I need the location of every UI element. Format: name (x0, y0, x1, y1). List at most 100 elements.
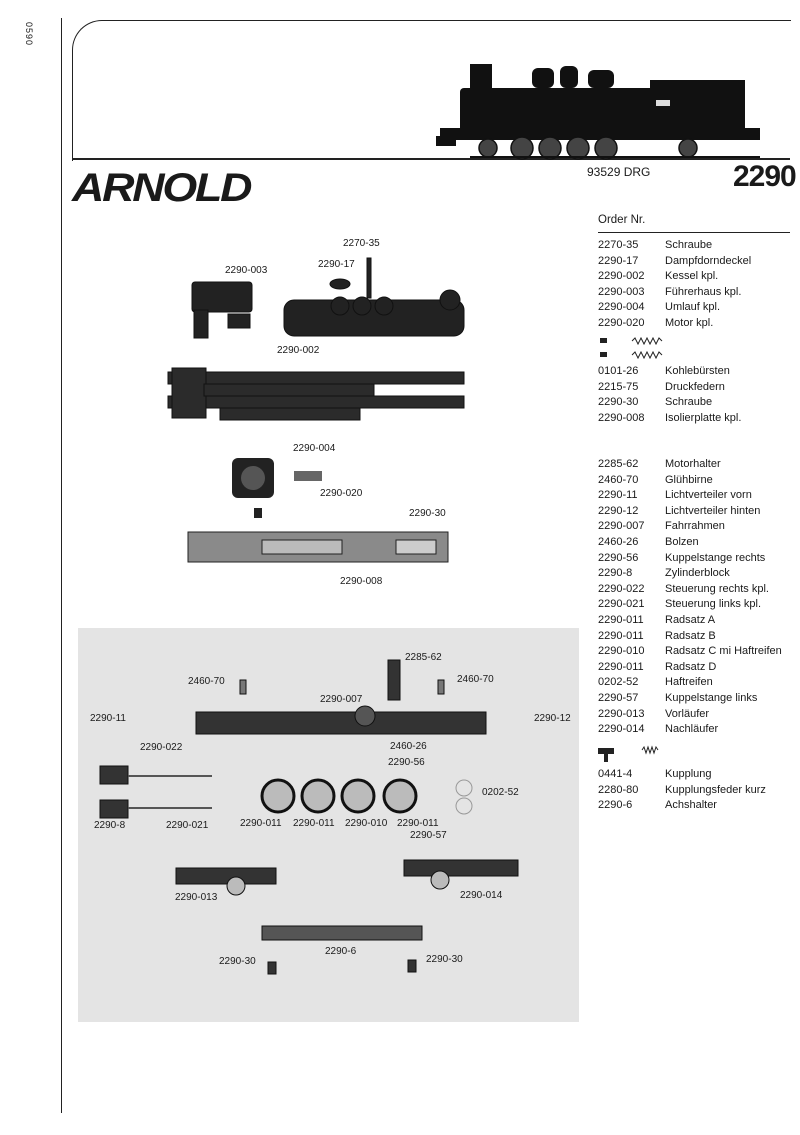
carbon-brush-icon (600, 338, 607, 343)
callout-label: 2290-022 (140, 742, 183, 753)
callout-label: 2290-30 (426, 954, 463, 965)
parts-row: 2270-35 Schraube (598, 238, 751, 254)
part-name: Zylinderblock (665, 567, 730, 580)
part-number: 2270-35 (598, 239, 639, 251)
part-name: Radsatz D (665, 660, 717, 673)
parts-row: 0441-4 Kupplung (598, 767, 766, 783)
part-number: 2290-021 (598, 598, 645, 611)
part-name: Glühbirne (665, 473, 713, 486)
part-number: 2290-12 (598, 504, 639, 517)
carbon-brush-icon (600, 352, 607, 357)
part-number: 2290-30 (598, 396, 639, 409)
parts-row: 2290-56 Kuppelstange rechts (598, 551, 782, 567)
part-name: Kupplungsfeder kurz (665, 783, 766, 796)
model-number: 2290 (733, 160, 797, 193)
callout-label: 2290-013 (175, 892, 218, 903)
part-number: 2290-56 (598, 551, 639, 564)
part-name: Steuerung links kpl. (665, 598, 761, 611)
part-name: Bolzen (665, 535, 699, 548)
callout-label: 2290-021 (166, 820, 209, 831)
part-name: Kupplung (665, 768, 712, 780)
part-number: 0441-4 (598, 768, 633, 780)
part-name: Achshalter (665, 799, 717, 812)
part-number: 2290-014 (598, 723, 645, 736)
part-name: Vorläufer (665, 707, 710, 720)
parts-row: 2290-011 Radsatz B (598, 629, 782, 645)
order-header: Order Nr. (598, 214, 646, 226)
part-name: Umlauf kpl. (665, 301, 721, 314)
part-name: Nachläufer (665, 723, 719, 736)
part-number: 2290-020 (598, 316, 645, 329)
part-name: Isolierplatte kpl. (665, 411, 742, 424)
callout-label: 2290-011 (293, 818, 335, 829)
part-name: Schraube (665, 396, 713, 409)
parts-row: 2290-011 Radsatz A (598, 613, 782, 629)
spring-icon (631, 336, 663, 346)
part-name: Radsatz B (665, 629, 716, 642)
header-frame (72, 20, 791, 161)
part-number: 2460-26 (598, 535, 639, 548)
callout-label: 2290-57 (410, 830, 447, 841)
parts-row: 2290-022 Steuerung rechts kpl. (598, 582, 782, 598)
part-number: 2290-57 (598, 691, 639, 704)
part-name: Fahrrahmen (665, 520, 725, 533)
callout-label: 2290-11 (90, 713, 126, 724)
part-name: Lichtverteiler vorn (665, 489, 752, 502)
part-number: 2290-010 (598, 645, 645, 658)
part-number: 2280-80 (598, 783, 639, 796)
part-name: Motorhalter (665, 458, 721, 470)
part-number: 2290-008 (598, 411, 645, 424)
part-name: Führerhaus kpl. (665, 285, 742, 298)
locomotive-designation: 93529 DRG (587, 165, 651, 179)
parts-row: 2290-11 Lichtverteiler vorn (598, 488, 782, 504)
part-number: 2290-022 (598, 582, 645, 595)
part-number: 2290-6 (598, 799, 633, 812)
coupling-icon (598, 748, 614, 762)
order-rule (598, 232, 790, 233)
part-number: 2290-011 (598, 613, 644, 626)
part-number: 2290-011 (598, 629, 644, 642)
part-number: 2460-70 (598, 473, 639, 486)
part-number: 2290-11 (598, 489, 638, 502)
callout-label: 2290-30 (219, 956, 256, 967)
part-name: Kuppelstange links (665, 691, 758, 704)
part-name: Radsatz A (665, 613, 716, 626)
callout-label: 2290-8 (94, 820, 126, 831)
part-name: Steuerung rechts kpl. (665, 582, 769, 595)
callout-label: 2290-56 (388, 757, 425, 768)
part-number: 2290-013 (598, 707, 645, 720)
callout-label: 2270-35 (343, 238, 380, 249)
parts-row: 2460-26 Bolzen (598, 535, 782, 551)
parts-row: 2290-013 Vorläufer (598, 707, 782, 723)
part-name: Lichtverteiler hinten (665, 504, 761, 517)
callout-label: 2290-12 (534, 713, 571, 724)
callout-label: 2460-26 (390, 741, 427, 752)
callout-label: 2290-002 (277, 345, 320, 356)
part-number: 2290-17 (598, 254, 639, 267)
callout-label: 2290-004 (293, 443, 336, 454)
spring-icon (641, 745, 659, 755)
callout-label: 2290-6 (325, 946, 357, 957)
callout-label: 2290-007 (320, 694, 363, 705)
parts-row: 2290-30 Schraube (598, 395, 741, 411)
part-name: Kuppelstange rechts (665, 551, 766, 564)
parts-row: 2280-80 Kupplungsfeder kurz (598, 783, 766, 799)
part-name: Druckfedern (665, 380, 725, 393)
part-name: Kohlebürsten (665, 365, 730, 377)
part-number: 2290-011 (598, 660, 644, 673)
part-name: Schraube (665, 239, 713, 251)
